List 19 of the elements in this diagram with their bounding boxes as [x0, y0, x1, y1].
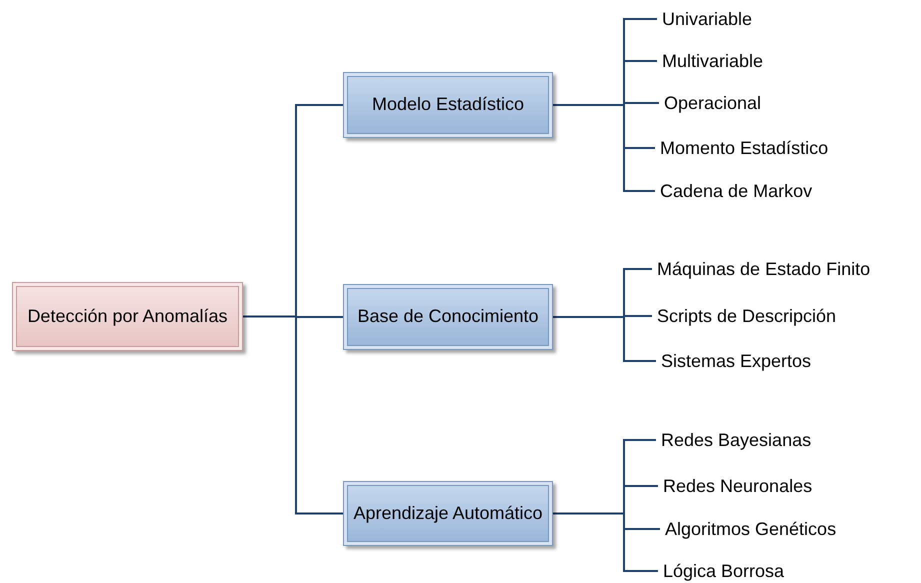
leaf-label: Multivariable	[662, 50, 764, 72]
leaf-label: Lógica Borrosa	[663, 560, 784, 582]
leaf-label: Algoritmos Genéticos	[665, 518, 836, 540]
category-box: Modelo Estadístico	[343, 72, 553, 138]
connector-line	[243, 316, 343, 514]
leaf-label: Redes Bayesianas	[661, 429, 812, 451]
category-box: Aprendizaje Automático	[343, 481, 553, 546]
connector-line	[553, 104, 655, 192]
category-box: Base de Conocimiento	[343, 284, 553, 350]
leaf-label: Scripts de Descripción	[657, 305, 836, 327]
leaf-label: Máquinas de Estado Finito	[657, 258, 870, 280]
connector-line	[553, 316, 656, 362]
leaf-label: Redes Neuronales	[663, 475, 812, 497]
leaf-label: Sistemas Expertos	[661, 350, 812, 372]
leaf-label: Operacional	[664, 92, 762, 114]
leaf-label: Univariable	[662, 8, 752, 30]
leaf-label: Momento Estadístico	[660, 137, 828, 159]
root-box: Detección por Anomalías	[12, 282, 243, 351]
leaf-label: Cadena de Markov	[660, 180, 812, 202]
